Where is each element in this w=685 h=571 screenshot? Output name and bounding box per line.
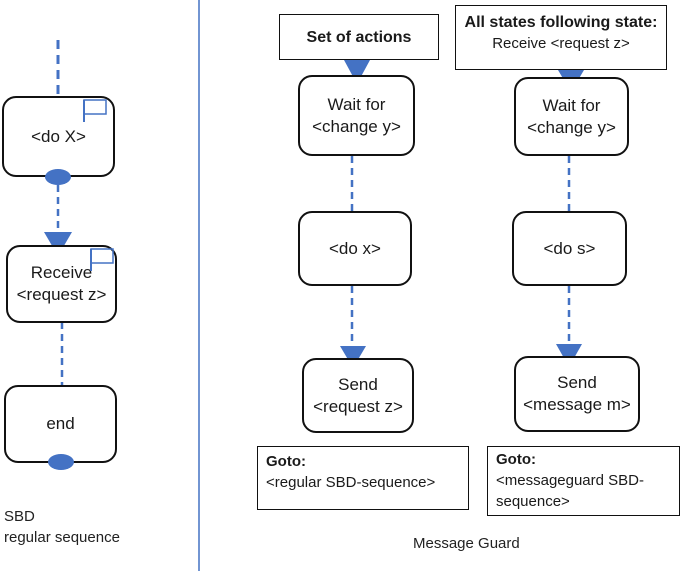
mg-left-arrowhead-1 <box>344 60 370 84</box>
mg-left-node-wait-line1: Wait for <box>327 94 386 114</box>
sbd-caption: SBD regular sequence <box>4 506 120 548</box>
mg-left-node-send-line2: <request z> <box>313 396 403 416</box>
mg-left-arrowhead-2 <box>340 346 366 368</box>
mg-right-node-do-label: <do s> <box>543 238 596 258</box>
mg-right-arrowhead-2 <box>556 344 582 367</box>
mg-left-node-do: <do x> <box>298 211 412 286</box>
mg-right-header-title: All states following state: <box>464 14 658 31</box>
sbd-node-receive-line2: <request z> <box>16 285 107 304</box>
mg-left-node-do-label: <do x> <box>329 238 381 258</box>
mg-right-goto-line2: sequence> <box>496 493 570 510</box>
mg-left-node-send: Send <request z> <box>302 358 414 433</box>
mg-left-goto-box: Goto: <regular SBD-sequence> <box>257 446 469 510</box>
flag-icon <box>83 99 107 122</box>
flag-icon <box>90 248 114 271</box>
sbd-node-do-x-label: <do X> <box>31 126 86 146</box>
sbd-arrowhead-1 <box>44 232 72 256</box>
mg-right-goto-line1: <messageguard SBD- <box>496 472 644 489</box>
sbd-node-end: end <box>4 385 117 463</box>
mg-right-node-wait-line1: Wait for <box>542 95 601 115</box>
mg-right-node-wait-line2: <change y> <box>527 117 616 137</box>
mg-left-header-box: Set of actions <box>279 14 439 60</box>
mg-right-header-box: All states following state: Receive <req… <box>455 5 667 70</box>
sbd-state-marker-1 <box>45 169 71 185</box>
sbd-caption-line2: regular sequence <box>4 529 120 546</box>
mg-right-node-send-line2: <message m> <box>523 395 631 414</box>
mg-right-goto-box: Goto: <messageguard SBD- sequence> <box>487 446 680 516</box>
mg-left-node-send-line1: Send <box>338 374 378 394</box>
sbd-state-marker-2 <box>48 454 74 470</box>
mg-right-node-send: Send <message m> <box>514 356 640 432</box>
mg-left-node-wait-line2: <change y> <box>312 116 401 136</box>
mg-right-goto-title: Goto: <box>496 451 536 468</box>
mg-left-goto-title: Goto: <box>266 453 306 470</box>
mg-left-goto-text: <regular SBD-sequence> <box>266 474 436 491</box>
sbd-node-receive: Receive <request z> <box>6 245 117 323</box>
sbd-node-receive-line1: Receive <box>30 263 93 282</box>
mg-left-node-wait: Wait for <change y> <box>298 75 415 156</box>
mg-right-node-wait: Wait for <change y> <box>514 77 629 156</box>
sbd-caption-line1: SBD <box>4 508 35 525</box>
mg-left-header-label: Set of actions <box>306 28 412 46</box>
mg-right-node-send-line1: Send <box>557 373 597 392</box>
mg-right-header-text: Receive <request z> <box>492 35 630 52</box>
mg-right-node-do: <do s> <box>512 211 627 286</box>
mg-caption: Message Guard <box>413 535 520 552</box>
sbd-node-end-label: end <box>46 414 75 433</box>
